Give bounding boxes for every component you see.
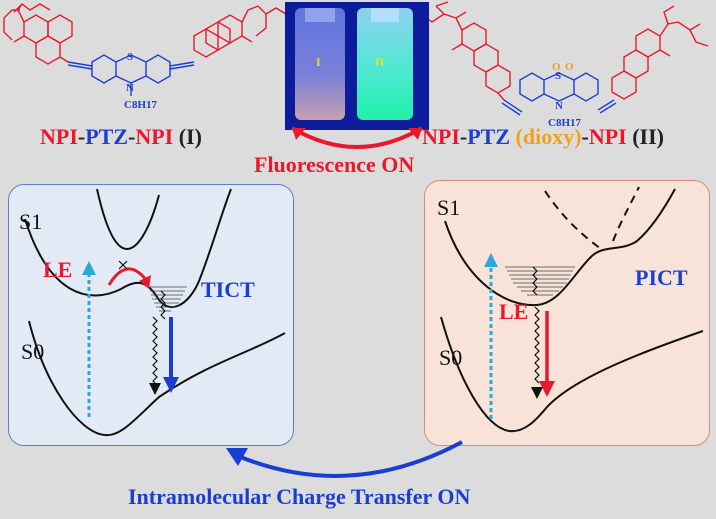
arrow-head-icon (408, 128, 422, 140)
hyphen: - (77, 124, 86, 149)
structure-1-labels: S N C8H17 (124, 51, 158, 111)
nonradiative-wave (160, 290, 166, 320)
nitrogen-atom: N (555, 100, 563, 112)
nitrogen-atom: N (126, 82, 134, 94)
hyphen: - (128, 124, 136, 149)
s0-curve (440, 316, 704, 433)
compound-2-label: NPI-PTZ (dioxy)-NPI (II) (422, 124, 664, 150)
curved-arrow-icon (237, 440, 463, 478)
structure-2-labels: O S O N C8H17 (548, 61, 582, 129)
vial-2-cap (371, 8, 399, 22)
tict-energy-diagram (24, 188, 286, 437)
compound-number: (I) (173, 124, 202, 149)
octyl-chain: C8H17 (548, 117, 582, 129)
npi-text: NPI (422, 124, 460, 149)
dashed-curve (544, 190, 602, 250)
s1-label: S1 (437, 195, 460, 221)
s1-curve (24, 188, 232, 309)
sulfur-atom: S (127, 51, 133, 63)
nonradiative-wave (152, 316, 158, 386)
curved-arrow-icon (290, 126, 424, 149)
upper-state-curve (96, 188, 160, 251)
arrow-head-icon (292, 128, 306, 140)
structure-2 (423, 1, 709, 116)
dashed-curve (612, 186, 640, 242)
s0-label: S0 (439, 345, 462, 371)
le-to-tict-arrow (107, 267, 149, 286)
vibrational-levels (149, 286, 187, 312)
dioxy-text: (dioxy) (510, 124, 582, 149)
ptz-text: PTZ (85, 124, 129, 149)
s1-curve (444, 188, 676, 307)
arrow-head-icon (531, 387, 543, 399)
vials-illustration: I II (295, 8, 413, 120)
pict-panel: S1 S0 LE PICT (424, 180, 710, 446)
molecular-structures: S N C8H17 (3, 1, 709, 129)
arrow-head-icon (484, 253, 498, 267)
arrow-head-icon (163, 377, 179, 393)
le-label: LE (499, 299, 529, 324)
vibrational-levels (505, 266, 575, 296)
vial-2-label: II (375, 55, 385, 69)
nonradiative-wave (532, 266, 538, 296)
arrow-head-icon (226, 448, 248, 466)
sulfur-atom: S (555, 70, 561, 82)
forbidden-mark-icon (118, 260, 128, 270)
arrow-head-icon (149, 383, 161, 395)
npi-text: NPI (588, 124, 627, 149)
s0-label: S0 (21, 339, 44, 365)
npi-text: NPI (135, 124, 174, 149)
nonradiative-wave (534, 306, 540, 384)
sulfone-oxygen: O (565, 61, 574, 73)
hyphen: - (581, 124, 589, 149)
vial-1-cap (305, 8, 335, 22)
compound-number: (II) (626, 124, 665, 149)
s0-text: S0 (21, 339, 45, 364)
fluorescence-label: Fluorescence ON (254, 152, 415, 177)
s0-curve (28, 320, 286, 437)
charge-transfer-caption: Intramolecular Charge Transfer ON (128, 484, 471, 509)
s0-text: S0 (439, 345, 463, 370)
arrow-head-icon (82, 261, 96, 275)
ptz-text: PTZ (467, 124, 511, 149)
npi-text: NPI (40, 124, 78, 149)
vial-1 (295, 8, 345, 120)
sulfone-oxygen: O (552, 61, 561, 73)
hyphen: - (459, 124, 468, 149)
s1-label: S1 (19, 209, 42, 235)
arrow-head-icon (539, 381, 555, 397)
le-label: LE (43, 257, 73, 282)
fluorescence-arrow (290, 126, 424, 149)
pict-energy-diagram (440, 186, 704, 433)
vial-2 (357, 8, 413, 120)
transfer-arrow (226, 440, 463, 478)
vial-1-label: I (316, 55, 321, 69)
s1-text: S1 (437, 195, 461, 220)
pict-label: PICT (635, 265, 688, 290)
compound-1-label: NPI-PTZ-NPI (I) (40, 124, 202, 150)
octyl-chain: C8H17 (124, 99, 158, 111)
tict-label: TICT (201, 277, 255, 302)
tict-panel: S1 S0 LE TICT (8, 184, 294, 446)
s1-text: S1 (19, 209, 43, 234)
structure-1 (3, 3, 297, 96)
vials-photo: I II (285, 2, 429, 130)
arrow-head-icon (139, 275, 151, 289)
